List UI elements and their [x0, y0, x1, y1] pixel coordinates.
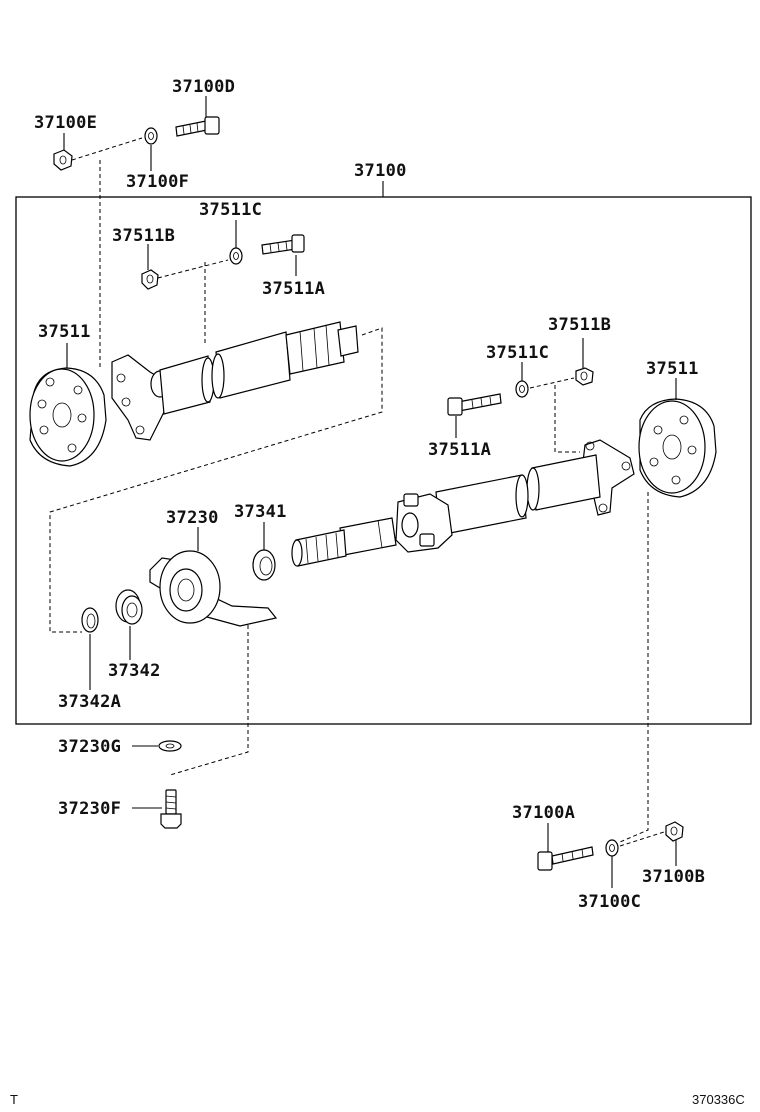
- nut-37342-icon: [115, 589, 143, 625]
- label-37511b-right: 37511B: [548, 315, 611, 335]
- front-shaft-tube-icon: [159, 321, 359, 415]
- center-bearing-icon: [149, 550, 278, 627]
- seal-37341-icon: [252, 549, 276, 581]
- washer-37100c-icon: [605, 839, 619, 857]
- label-37100e: 37100E: [34, 113, 97, 133]
- bolt-37511a-top-icon: [261, 234, 305, 255]
- label-37511-left: 37511: [38, 322, 91, 342]
- nut-37100b-icon: [665, 821, 684, 842]
- nut-37511b-right-icon: [575, 367, 594, 386]
- label-37511a-right: 37511A: [428, 440, 491, 460]
- flexible-coupling-right-icon: [638, 398, 717, 498]
- label-37100c: 37100C: [578, 892, 641, 912]
- label-37511c-top: 37511C: [199, 200, 262, 220]
- label-37100: 37100: [354, 161, 407, 181]
- rear-shaft-tube-icon: [435, 454, 601, 536]
- label-37511c-right: 37511C: [486, 343, 549, 363]
- bolt-37100d-icon: [175, 116, 220, 137]
- washer-37511c-top-icon: [229, 247, 243, 265]
- label-37230g: 37230G: [58, 737, 121, 757]
- universal-joint-icon: [395, 493, 453, 553]
- nut-37511b-top-icon: [141, 269, 159, 290]
- label-37511a-top: 37511A: [262, 279, 325, 299]
- label-37230: 37230: [166, 508, 219, 528]
- flexible-coupling-left-icon: [29, 367, 107, 467]
- label-37341: 37341: [234, 502, 287, 522]
- label-37511-right: 37511: [646, 359, 699, 379]
- label-37230f: 37230F: [58, 799, 121, 819]
- label-37342: 37342: [108, 661, 161, 681]
- label-37511b-top: 37511B: [112, 226, 175, 246]
- bolt-37230f-icon: [160, 789, 182, 829]
- washer-37100f-icon: [144, 127, 158, 145]
- washer-37230g-icon: [158, 740, 182, 752]
- snap-ring-37342a-icon: [81, 607, 99, 633]
- label-37100a: 37100A: [512, 803, 575, 823]
- nut-37100e-icon: [53, 149, 73, 171]
- label-37342a: 37342A: [58, 692, 121, 712]
- label-37100f: 37100F: [126, 172, 189, 192]
- bolt-37511a-right-icon: [447, 393, 502, 416]
- bolt-37100a-icon: [537, 846, 594, 871]
- footer-mark: T: [10, 1092, 18, 1107]
- spline-shaft-icon: [291, 517, 397, 567]
- figure-code: 370336C: [692, 1092, 745, 1107]
- label-37100d: 37100D: [172, 77, 235, 97]
- label-37100b: 37100B: [642, 867, 705, 887]
- washer-37511c-right-icon: [515, 380, 529, 398]
